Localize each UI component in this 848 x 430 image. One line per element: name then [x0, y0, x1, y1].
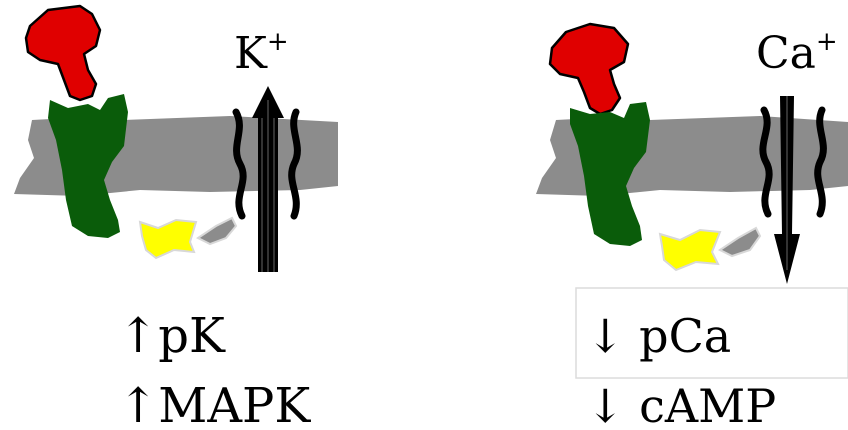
right-effect-2: ↓ cAMP: [586, 379, 776, 430]
left-ligand: [24, 4, 102, 102]
right-receptor: [570, 102, 650, 246]
right-ion-symbol: Ca: [756, 28, 816, 79]
left-receptor: [48, 94, 128, 238]
left-effect-2: ↑MAPK: [118, 378, 311, 430]
right-effect-1: ↓ pCa: [586, 309, 731, 363]
right-g-protein: [658, 228, 722, 272]
left-g-protein: [138, 218, 198, 260]
left-effector-fragment: [196, 216, 238, 246]
right-ligand: [548, 22, 630, 116]
right-channel-strand-2: [814, 106, 827, 218]
right-ion-charge: +: [816, 27, 838, 57]
right-effector-fragment: [718, 226, 762, 258]
left-ion-symbol: K: [234, 28, 268, 79]
right-ion-label: Ca+: [756, 27, 838, 79]
right-panel: Ca+ ↓ pCa ↓ cAMP: [536, 22, 848, 430]
right-channel-strand-1: [759, 106, 773, 218]
left-channel-strand-2: [288, 108, 301, 220]
left-channel-strand-1: [232, 108, 247, 220]
right-effect-box: [575, 287, 848, 379]
left-ion-charge: +: [267, 27, 289, 57]
left-panel: K+ ↑pK ↑MAPK: [14, 4, 338, 430]
left-effect-1: ↑pK: [118, 308, 226, 364]
left-ion-label: K+: [234, 27, 289, 79]
